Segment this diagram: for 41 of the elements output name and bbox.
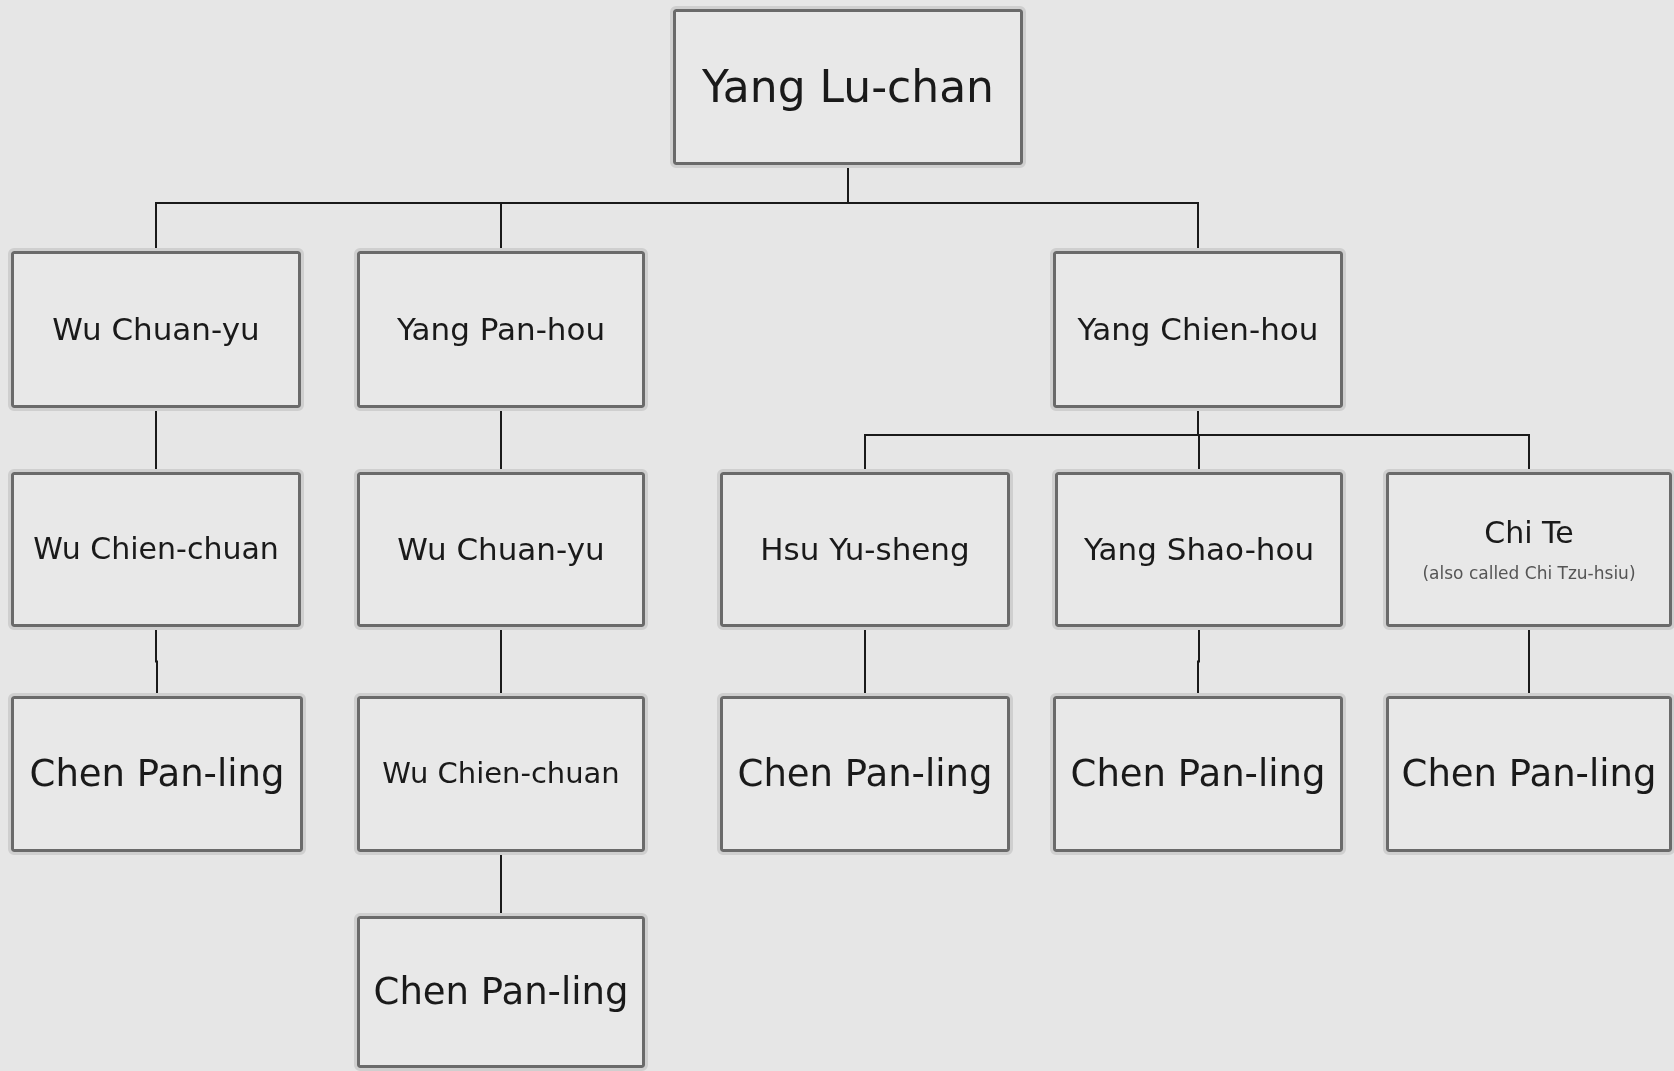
person-name: Wu Chien-chuan — [382, 757, 620, 791]
connector-line — [1528, 629, 1530, 694]
name-box — [1055, 472, 1343, 627]
name-box — [720, 472, 1010, 627]
person-name: Yang Pan-hou — [396, 311, 606, 348]
connector-line — [864, 629, 866, 694]
name-box — [720, 696, 1010, 852]
person-name: Hsu Yu-sheng — [760, 531, 970, 568]
person-name: Yang Lu-chan — [702, 61, 994, 113]
name-box — [357, 916, 645, 1068]
connector-line — [155, 629, 158, 694]
connector-line — [500, 629, 502, 694]
person-name: Wu Chuan-yu — [52, 311, 260, 348]
connector-line — [155, 410, 157, 470]
person-name: Chen Pan-ling — [373, 970, 629, 1014]
person-name: Yang Shao-hou — [1083, 531, 1315, 568]
name-box — [1386, 696, 1672, 852]
name-note: (also called Chi Tzu-hsiu) — [1422, 562, 1636, 583]
connector-line — [1197, 410, 1530, 470]
connector-line — [500, 410, 502, 470]
name-box — [11, 696, 303, 852]
name-box — [11, 472, 301, 627]
name-box — [11, 251, 301, 408]
name-box — [357, 472, 645, 627]
person-name: Chen Pan-ling — [1070, 752, 1326, 796]
name-box — [357, 251, 645, 408]
person-name: Yang Chien-hou — [1077, 311, 1319, 348]
name-box — [1386, 472, 1672, 627]
person-name: Wu Chuan-yu — [397, 531, 605, 568]
connector-line — [847, 167, 1199, 249]
person-name: Chen Pan-ling — [29, 752, 285, 796]
person-name: Wu Chien-chuan — [33, 532, 279, 567]
person-name: Chen Pan-ling — [737, 752, 993, 796]
person-name: Chen Pan-ling — [1401, 752, 1657, 796]
name-box — [1053, 251, 1343, 408]
person-name: Chi Te — [1484, 516, 1574, 551]
name-box — [357, 696, 645, 852]
name-box — [1053, 696, 1343, 852]
connector-line — [1197, 629, 1200, 694]
connector-line — [500, 854, 502, 914]
name-box — [673, 9, 1023, 165]
